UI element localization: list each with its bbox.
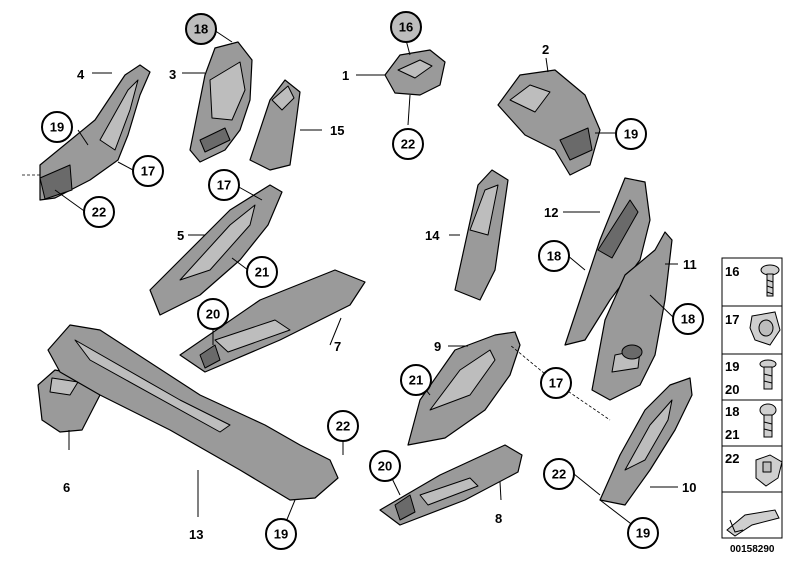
- short-screw-icon: [759, 359, 777, 390]
- part-4-trim: [39, 64, 151, 201]
- callout-circle-17: 17: [208, 169, 240, 201]
- svg-text:18: 18: [194, 22, 208, 37]
- svg-text:20: 20: [378, 459, 392, 474]
- part-2-cover: [497, 69, 601, 176]
- callout-plain: 4: [77, 67, 85, 82]
- part-14-trim: [454, 169, 509, 301]
- svg-text:18: 18: [681, 312, 695, 327]
- svg-text:22: 22: [401, 137, 415, 152]
- callout-plain: 5: [177, 228, 184, 243]
- callout-circle-16: 16: [390, 11, 422, 43]
- callout-circle-17: 17: [540, 367, 572, 399]
- part-20-piece-a: [199, 344, 221, 369]
- callout-circle-22: 22: [543, 458, 575, 490]
- svg-text:17: 17: [549, 376, 563, 391]
- part-15-trim: [249, 79, 301, 171]
- svg-text:19: 19: [624, 127, 638, 142]
- svg-text:17: 17: [217, 178, 231, 193]
- part-shape-icon: [726, 509, 780, 537]
- callout-circle-22: 22: [392, 128, 424, 160]
- part-20-piece-b: [394, 494, 416, 521]
- svg-text:20: 20: [206, 307, 220, 322]
- legend-label: 16: [725, 264, 739, 279]
- svg-text:22: 22: [336, 419, 350, 434]
- part-13-sill: [47, 324, 339, 501]
- callout-circle-18: 18: [672, 303, 704, 335]
- svg-text:16: 16: [399, 20, 413, 35]
- callout-circle-22: 22: [83, 196, 115, 228]
- part-5-trim: [149, 184, 283, 316]
- callout-circle-18: 18: [185, 13, 217, 45]
- svg-text:19: 19: [50, 120, 64, 135]
- callout-circle-19: 19: [627, 517, 659, 549]
- svg-text:19: 19: [274, 527, 288, 542]
- svg-text:19: 19: [636, 526, 650, 541]
- callout-circle-22: 22: [327, 410, 359, 442]
- callout-plain: 9: [434, 339, 441, 354]
- legend-label: 22: [725, 451, 739, 466]
- callout-circle-21: 21: [400, 364, 432, 396]
- callout-plain: 10: [682, 480, 696, 495]
- callout-plain: 13: [189, 527, 203, 542]
- reference-number: 00158290: [730, 544, 775, 555]
- callout-plain: 3: [169, 67, 176, 82]
- part-10-trim: [599, 377, 693, 506]
- callout-circle-20: 20: [197, 298, 229, 330]
- part-3-trim: [189, 41, 253, 163]
- part-8-sill: [379, 444, 523, 526]
- fillister-screw-icon: [759, 403, 777, 438]
- callout-plain: 1: [342, 68, 349, 83]
- svg-text:17: 17: [141, 164, 155, 179]
- legend-label: 21: [725, 427, 739, 442]
- callout-circle-17: 17: [132, 155, 164, 187]
- svg-text:22: 22: [92, 205, 106, 220]
- callout-plain: 2: [542, 42, 549, 57]
- callout-circle-21: 21: [246, 256, 278, 288]
- legend-label: 17: [725, 312, 739, 327]
- fastener-legend: 16 17 19 20 18 21: [721, 257, 783, 555]
- callout-circle-19: 19: [41, 111, 73, 143]
- expanding-nut-icon: [755, 454, 783, 487]
- legend-label: 19: [725, 359, 739, 374]
- callout-circle-18: 18: [538, 240, 570, 272]
- legend-label: 18: [725, 404, 739, 419]
- part-7-sill: [179, 269, 366, 373]
- svg-text:21: 21: [409, 373, 423, 388]
- svg-text:21: 21: [255, 265, 269, 280]
- callout-plain: 14: [425, 228, 440, 243]
- part-12-bracket: [564, 177, 651, 346]
- part-1-cover: [384, 49, 446, 96]
- callout-circle-19: 19: [265, 518, 297, 550]
- part-9-trim: [407, 331, 521, 446]
- clip-nut-icon: [749, 311, 781, 346]
- legend-label: 20: [725, 382, 739, 397]
- callout-plain: 6: [63, 480, 70, 495]
- callout-circle-19: 19: [615, 118, 647, 150]
- svg-text:22: 22: [552, 467, 566, 482]
- callout-plain: 7: [334, 339, 341, 354]
- part-11-panel: [591, 231, 673, 401]
- screw-icon: [760, 264, 780, 297]
- callout-plain: 11: [683, 257, 697, 272]
- callout-circle-20: 20: [369, 450, 401, 482]
- callout-plain: 15: [330, 123, 344, 138]
- callout-plain: 8: [495, 511, 502, 526]
- svg-text:18: 18: [547, 249, 561, 264]
- callout-plain: 12: [544, 205, 558, 220]
